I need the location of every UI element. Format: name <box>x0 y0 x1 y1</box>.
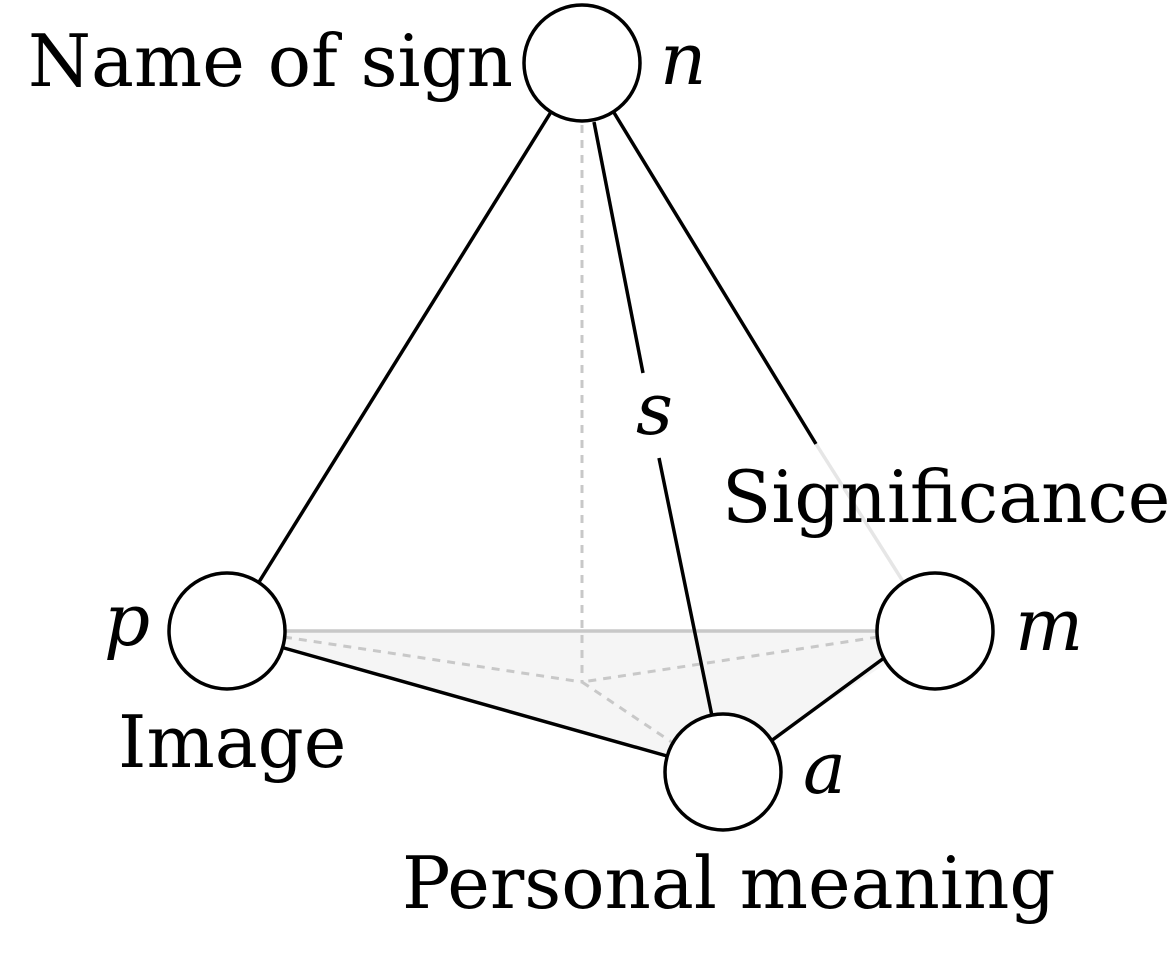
node-n <box>522 3 642 123</box>
label-s: s <box>636 367 673 451</box>
label-name-of-sign: Name of sign <box>28 19 513 103</box>
label-n: n <box>660 17 706 101</box>
edge-n-a-lower <box>657 457 714 717</box>
edge-n-m-lower <box>814 443 906 584</box>
label-p: p <box>104 578 150 662</box>
edge-n-m-upper <box>611 110 818 445</box>
node-a <box>663 712 783 832</box>
label-a: a <box>803 726 846 810</box>
dashed-edge-m-centroid <box>581 635 879 684</box>
edge-a-m <box>769 656 886 743</box>
dashed-edge-p-centroid <box>283 635 583 684</box>
node-p <box>167 571 287 691</box>
node-m <box>875 571 995 691</box>
label-image: Image <box>118 700 346 784</box>
dashed-edge-a-centroid <box>581 680 677 747</box>
label-significance: Significance <box>722 455 1170 539</box>
edge-p-a <box>283 646 668 758</box>
edge-n-p <box>257 111 553 583</box>
label-m: m <box>1015 583 1083 667</box>
label-personal-meaning: Personal meaning <box>402 841 1055 925</box>
edge-n-a-upper <box>592 121 645 374</box>
